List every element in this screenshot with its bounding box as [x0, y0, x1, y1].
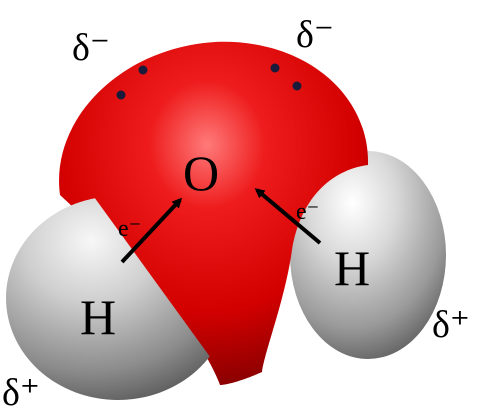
electron-dot [270, 63, 280, 73]
partial-charge-hydrogen-right: δ⁺ [432, 304, 470, 346]
oxygen-atom [59, 41, 369, 386]
lone-pair-left [116, 65, 148, 100]
electron-arrow-left [120, 197, 183, 264]
lone-pair-right [270, 63, 302, 91]
partial-charge-hydrogen-left: δ⁺ [2, 372, 40, 412]
hydrogen-atom-right [290, 151, 446, 359]
electron-arrow-right [254, 188, 322, 245]
oxygen-label: O [183, 145, 219, 201]
partial-charge-oxygen-right: δ⁻ [296, 14, 334, 56]
hydrogen-left-label: H [80, 289, 116, 345]
electron-dot [138, 65, 148, 75]
hydrogen-right-label: H [334, 240, 370, 296]
electron-label-left: e⁻ [118, 216, 141, 242]
partial-charge-oxygen-left: δ⁻ [72, 27, 110, 69]
electron-dot [292, 81, 302, 91]
electron-dot [116, 90, 126, 100]
electron-label-right: e⁻ [296, 199, 319, 225]
